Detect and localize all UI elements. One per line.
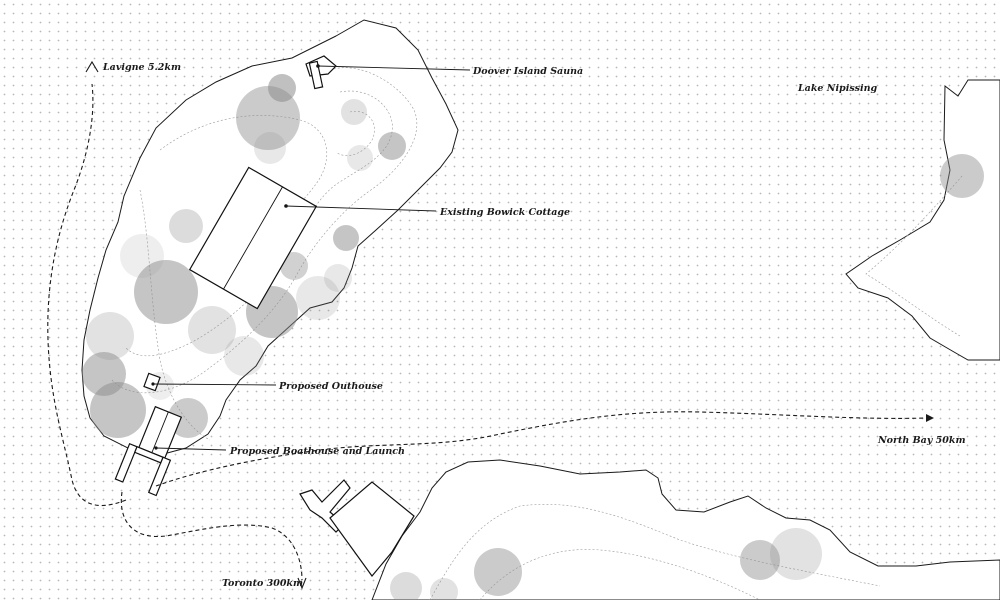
sauna-label: Doover Island Sauna <box>472 66 583 77</box>
tree <box>224 336 264 376</box>
tree <box>254 132 286 164</box>
tree <box>333 225 359 251</box>
tree <box>268 74 296 102</box>
south-contour-2 <box>479 549 761 600</box>
tree <box>390 572 422 600</box>
island-contour-1 <box>111 67 418 394</box>
boathouse-leader <box>155 447 227 451</box>
south-pier <box>329 481 415 577</box>
tree <box>740 540 780 580</box>
lavigne-label: Lavigne 5.2km <box>102 62 181 73</box>
island-contour-3 <box>335 111 375 156</box>
route-lavigne-arrow <box>85 60 99 73</box>
tree <box>324 264 352 292</box>
tree <box>86 312 134 360</box>
north-bay-label: North Bay 50km <box>877 435 966 446</box>
tree <box>770 528 822 580</box>
route-north-bay-arrow <box>926 414 934 422</box>
boathouse-building <box>114 405 183 497</box>
tree <box>474 548 522 596</box>
tree <box>378 132 406 160</box>
tree <box>341 99 367 125</box>
tree <box>134 260 198 324</box>
outhouse-leader <box>152 383 277 386</box>
cottage-label: Existing Bowick Cottage <box>439 207 570 218</box>
route-toronto <box>120 491 303 581</box>
outhouse-label: Proposed Outhouse <box>278 381 383 392</box>
tree <box>280 252 308 280</box>
tree <box>296 276 340 320</box>
route-lavigne <box>47 83 127 507</box>
sauna-leader <box>317 65 471 71</box>
south-shore <box>371 459 1000 600</box>
tree <box>940 154 984 198</box>
tree <box>347 145 373 171</box>
cottage-building <box>188 166 318 310</box>
island-contour-5 <box>139 189 211 441</box>
sauna-deck <box>308 60 324 90</box>
east-contour <box>865 175 963 337</box>
tree <box>430 578 458 600</box>
route-toronto-arrow <box>297 577 307 590</box>
route-north-bay <box>155 411 927 487</box>
boathouse-label: Proposed Boathouse and Launch <box>229 446 405 457</box>
tree <box>169 209 203 243</box>
tree <box>236 86 300 150</box>
tree <box>168 398 208 438</box>
east-shore <box>845 79 1000 361</box>
toronto-label: Toronto 300km <box>222 578 303 589</box>
cottage-leader <box>285 205 437 212</box>
tree <box>90 382 146 438</box>
tree <box>188 306 236 354</box>
lake-label: Lake Nipissing <box>797 83 878 94</box>
